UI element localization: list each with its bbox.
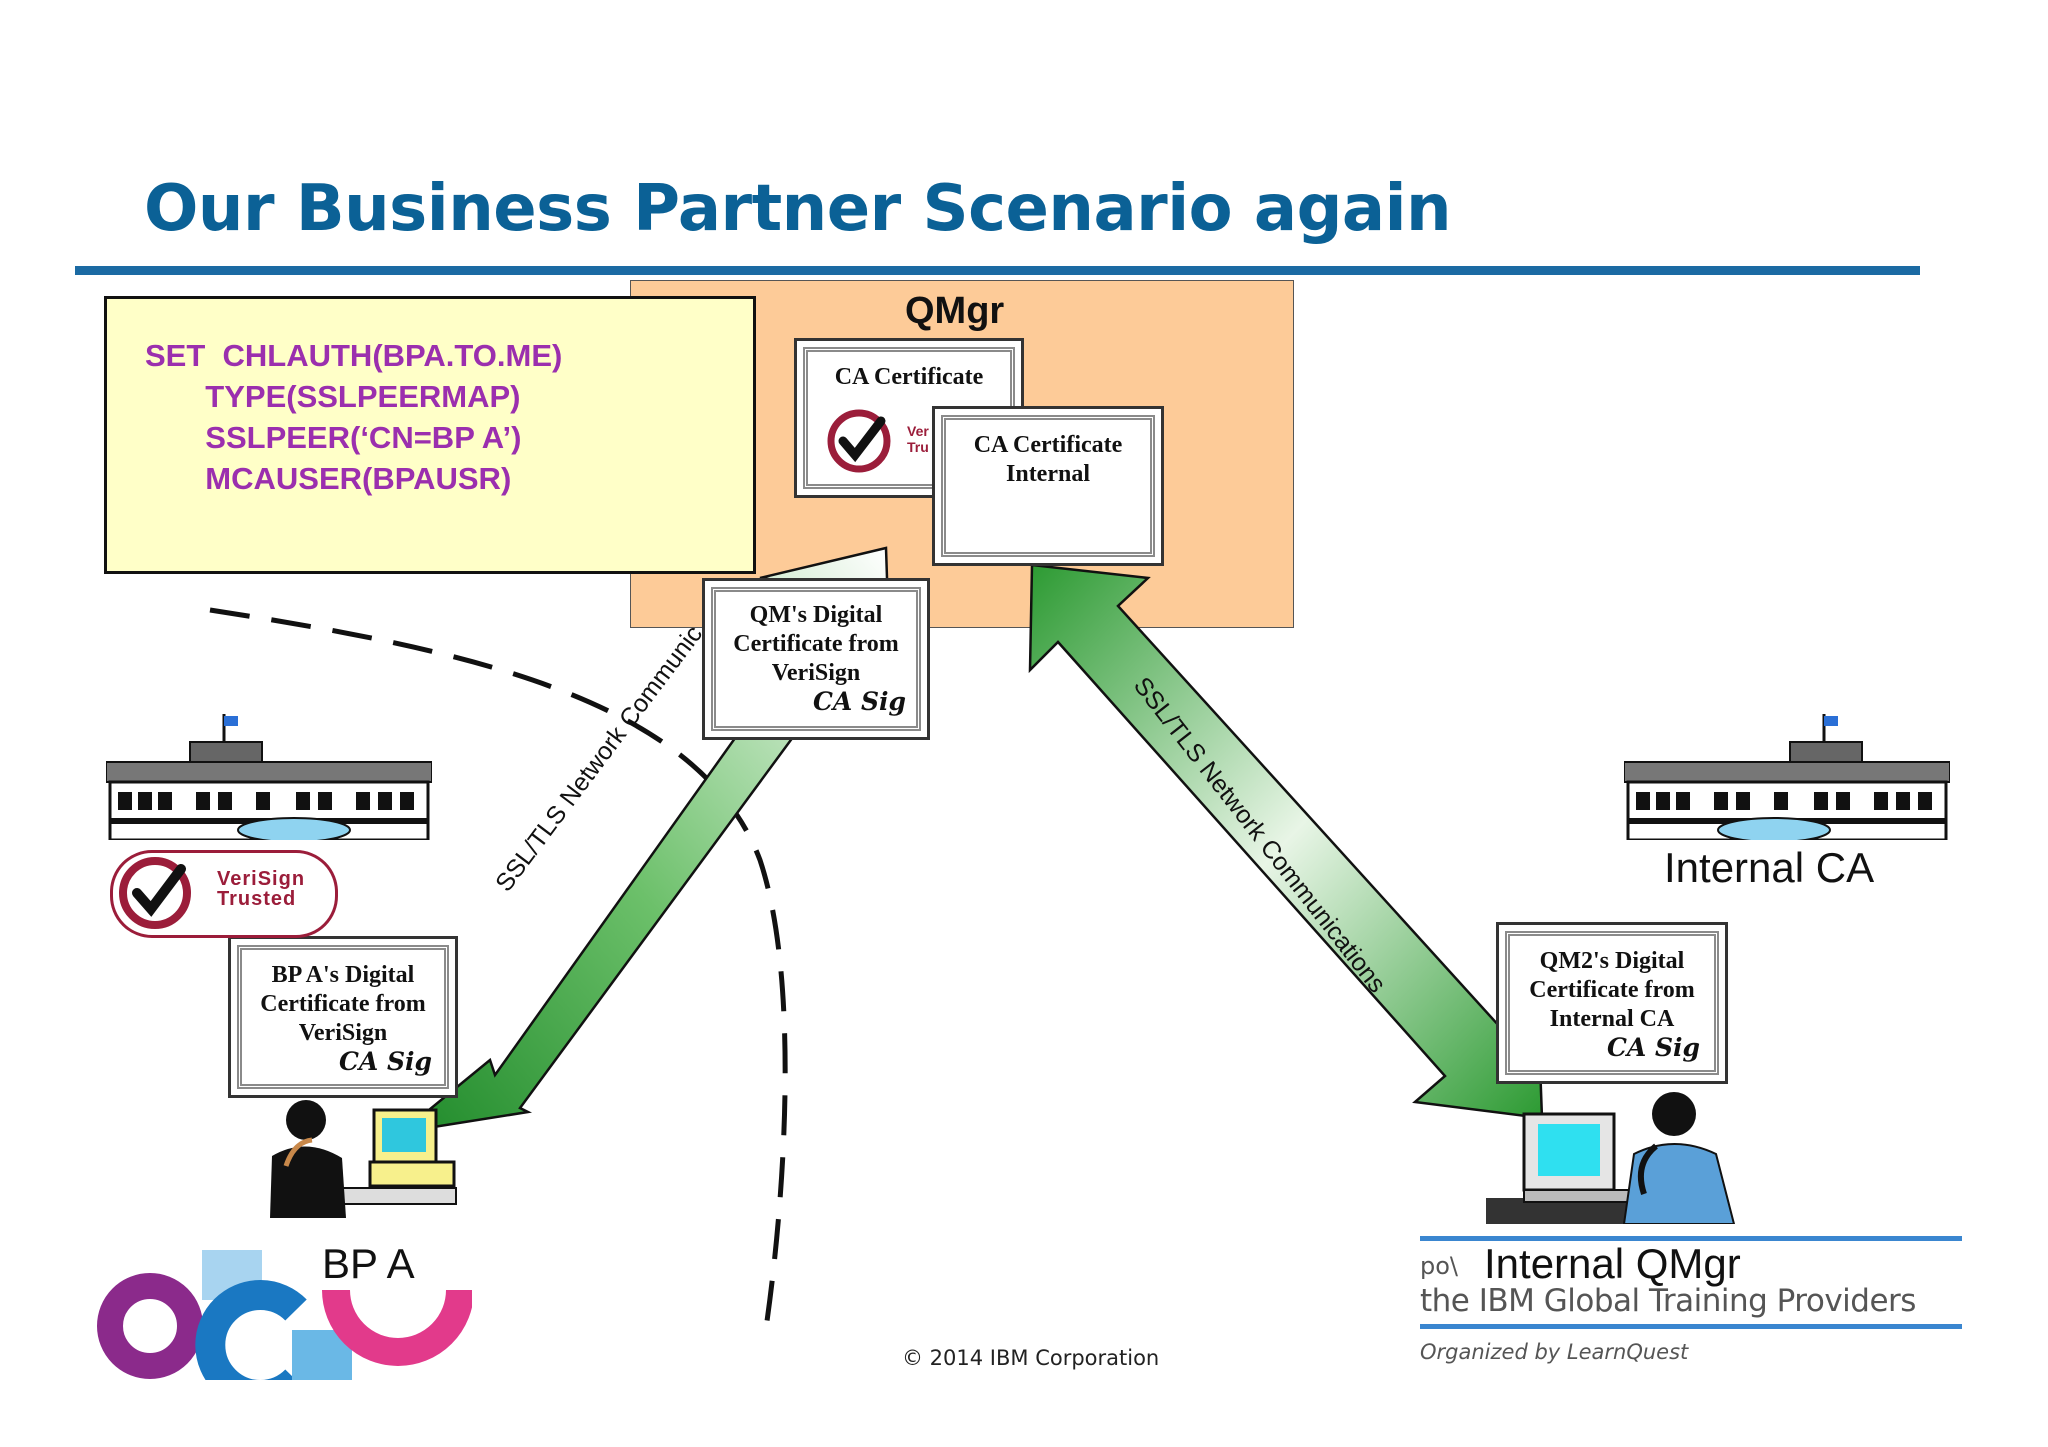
qmgr-label: QMgr: [905, 290, 1005, 332]
verisign-trusted-badge: VeriSign Trusted: [110, 850, 338, 938]
command-line: TYPE(SSLPEERMAP): [145, 379, 521, 414]
ca-certificate-internal: CA Certificate Internal: [932, 406, 1164, 566]
command-line: SSLPEER(‘CN=BP A’): [145, 420, 522, 455]
ca-signature: CA Sig: [813, 687, 907, 716]
verisign-text: VeriSign: [217, 868, 306, 890]
internal-ca-building-icon: [1624, 714, 1950, 840]
internal-qmgr-label: Internal QMgr: [1484, 1240, 1741, 1287]
verisign-check-icon: [119, 857, 191, 929]
footer-rule-bottom: [1420, 1324, 1962, 1329]
network-boundary-dashed: [209, 607, 788, 1336]
chlauth-command-box: SET CHLAUTH(BPA.TO.ME) TYPE(SSLPEERMAP) …: [104, 296, 756, 574]
qm-digital-certificate: QM's Digital Certificate from VeriSign C…: [702, 578, 930, 740]
ca-cert-title: CA Certificate: [834, 364, 984, 390]
copyright: © 2014 IBM Corporation: [902, 1346, 1160, 1370]
powered-text-partial: po\: [1420, 1252, 1459, 1280]
internal-ca-label: Internal CA: [1664, 844, 1875, 891]
qm2-digital-certificate: QM2's Digital Certificate from Internal …: [1496, 922, 1728, 1084]
footer-rule-top: [1420, 1236, 1962, 1241]
partner-logo-partial: [97, 1250, 472, 1380]
qm2-cert-title: QM2's Digital Certificate from Internal …: [1529, 948, 1695, 1032]
right-ssl-arrow: [1028, 563, 1544, 1120]
page-title: Our Business Partner Scenario again: [144, 172, 1452, 246]
organized-text: Organized by LearnQuest: [1420, 1340, 1689, 1364]
verisign-check-icon: [827, 409, 891, 473]
bpa-digital-certificate: BP A's Digital Certificate from VeriSign…: [228, 936, 458, 1098]
command-line: SET CHLAUTH(BPA.TO.ME): [145, 338, 563, 373]
verisign-building-icon: [106, 714, 432, 840]
ca-cert-internal-title: CA Certificate Internal: [973, 432, 1123, 487]
providers-text: the IBM Global Training Providers: [1420, 1283, 1916, 1319]
ca-signature: CA Sig: [339, 1047, 433, 1076]
command-line: MCAUSER(BPAUSR): [145, 461, 512, 496]
bpa-label: BP A: [322, 1240, 415, 1287]
bpa-user-at-computer-icon: [270, 1100, 457, 1218]
internal-qmgr-user-at-computer-icon: [1486, 1092, 1736, 1224]
title-rule: [75, 266, 1920, 275]
trusted-text: Trusted: [217, 888, 297, 910]
bpa-cert-title: BP A's Digital Certificate from VeriSign: [260, 962, 426, 1046]
ca-signature: CA Sig: [1607, 1033, 1701, 1062]
qm-cert-title: QM's Digital Certificate from VeriSign: [733, 602, 899, 686]
verisign-partial-text: Ver Tru: [907, 423, 929, 455]
